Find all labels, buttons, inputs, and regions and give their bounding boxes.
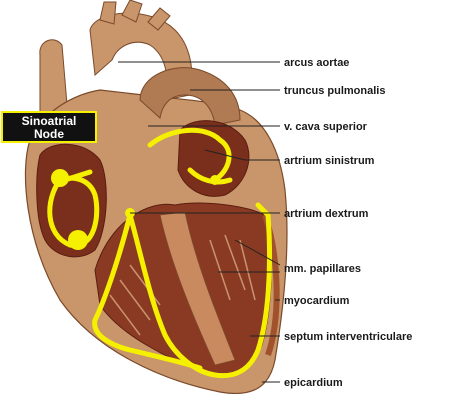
av-node-dot [68, 230, 88, 250]
sinoatrial-node-callout: Sinoatrial Node [1, 111, 97, 143]
structure-labels: arcus aortae truncus pulmonalis v. cava … [284, 57, 412, 389]
label-arcus-aortae: arcus aortae [284, 57, 349, 69]
sinoatrial-label-line1: Sinoatrial [22, 114, 77, 128]
label-artrium-sinistrum: artrium sinistrum [284, 155, 375, 167]
heart-body [24, 0, 288, 394]
conduction-system [47, 127, 273, 379]
label-artrium-dextrum: artrium dextrum [284, 208, 369, 220]
sa-node-dot [51, 169, 69, 187]
label-truncus-pulmonalis: truncus pulmonalis [284, 85, 385, 97]
label-mm-papillares: mm. papillares [284, 263, 361, 275]
label-v-cava-superior: v. cava superior [284, 121, 368, 133]
conduction-nodes [51, 169, 220, 250]
label-myocardium: myocardium [284, 295, 350, 307]
label-epicardium: epicardium [284, 377, 343, 389]
label-septum-interventriculare: septum interventriculare [284, 331, 412, 343]
sinoatrial-label-line2: Node [34, 127, 64, 141]
leader-lines [118, 61, 281, 383]
